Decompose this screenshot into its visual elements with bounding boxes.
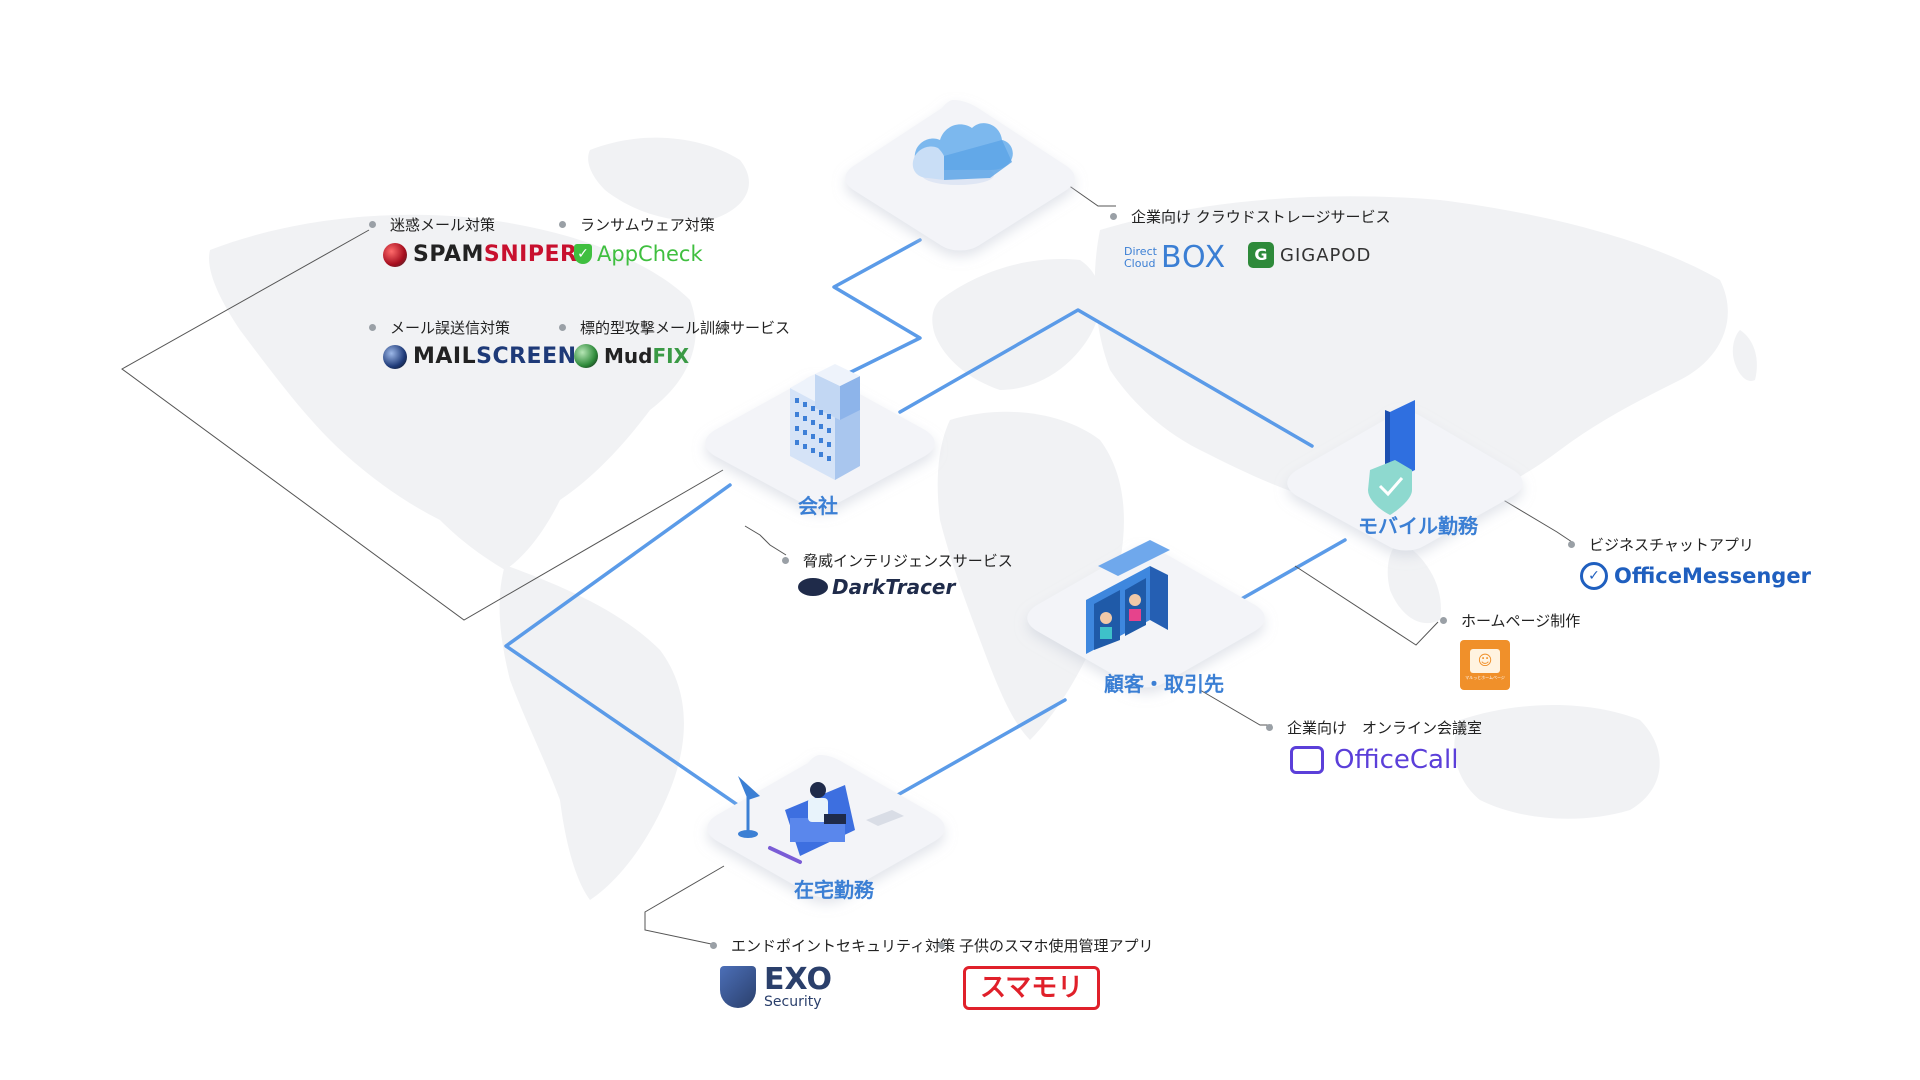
caption-ransom: ランサムウェア対策 — [559, 214, 715, 235]
caption-text: ランサムウェア対策 — [580, 216, 715, 234]
chat-bubble-icon — [1290, 746, 1324, 774]
caption-text: 脅威インテリジェンスサービス — [803, 552, 1013, 570]
connector-company-to-cloud — [832, 238, 922, 377]
connector-company-to-mobile — [898, 308, 1314, 448]
logo-text-security: Security — [764, 994, 822, 1010]
logo-text-sniper: SNIPER — [483, 242, 578, 267]
caption-spam: 迷惑メール対策 — [369, 214, 495, 235]
node-label-customer: 顧客・取引先 — [1104, 672, 1224, 696]
logo-text-appcheck: AppCheck — [597, 242, 703, 266]
bullet-dot — [782, 557, 789, 564]
caption-exo: エンドポイントセキュリティ対策 — [710, 935, 955, 956]
caption-homepage: ホームページ制作 — [1440, 610, 1580, 631]
logo-text-exo: EXO — [764, 962, 833, 997]
caption-text: 子供のスマホ使用管理アプリ — [959, 937, 1154, 955]
logo-text-gigapod: GIGAPOD — [1280, 244, 1372, 266]
leader-darktracer — [744, 525, 787, 556]
bullet-dot — [369, 324, 376, 331]
bullet-dot — [1266, 724, 1273, 731]
logo-text-cloud: Cloud — [1124, 256, 1156, 270]
officecall-logo[interactable]: OfficeCall — [1290, 745, 1458, 775]
logo-text-direct: Direct — [1124, 244, 1157, 258]
caption-text: メール誤送信対策 — [390, 319, 511, 337]
bullet-dot — [710, 942, 717, 949]
spider-icon — [798, 578, 828, 596]
caption-mailscreen: メール誤送信対策 — [369, 317, 510, 338]
messenger-check-icon: ✓ — [1580, 562, 1608, 590]
officemessenger-logo[interactable]: ✓ OfficeMessenger — [1580, 562, 1811, 590]
caption-text: 企業向け オンライン会議室 — [1287, 719, 1483, 737]
connector-home-to-customer — [878, 698, 1067, 807]
sumamori-logo[interactable]: スマモリ — [963, 966, 1101, 1010]
appcheck-logo[interactable]: ✓ AppCheck — [574, 242, 703, 266]
node-label-company: 会社 — [798, 494, 838, 518]
leader-exo — [644, 865, 725, 946]
building-icon — [790, 364, 860, 480]
caption-cloud: 企業向け クラウドストレージサービス — [1110, 206, 1390, 227]
logo-text-homepage: マルっとホームページ — [1465, 675, 1505, 680]
monitor-face-icon: ☺ — [1470, 649, 1500, 673]
logo-text-spam: SPAM — [413, 242, 484, 267]
caption-text: ホームページ制作 — [1461, 612, 1581, 630]
green-ball-icon — [574, 344, 598, 368]
blue-ball-icon — [383, 344, 407, 369]
caption-text: 標的型攻撃メール訓練サービス — [580, 319, 791, 337]
phone-shield-icon — [1368, 400, 1415, 515]
homepage-logo[interactable]: ☺ マルっとホームページ — [1460, 640, 1510, 690]
logo-text-fix: FIX — [652, 344, 689, 368]
exo-shield-icon — [720, 966, 756, 1008]
connector-company-to-home — [504, 483, 782, 836]
leader-homepage — [1294, 565, 1439, 646]
exo-security-logo[interactable]: EXO Security — [720, 965, 832, 1009]
logo-text-darktracer: DarkTracer — [832, 575, 956, 599]
caption-sumamori: 子供のスマホ使用管理アプリ — [938, 935, 1154, 956]
caption-text: 迷惑メール対策 — [390, 216, 496, 234]
bullet-dot — [369, 221, 376, 228]
bullet-dot — [559, 221, 566, 228]
caption-darktracer: 脅威インテリジェンスサービス — [782, 550, 1013, 571]
exo-text-stack: EXO Security — [764, 962, 833, 1010]
logo-text-mud: Mud — [604, 344, 653, 368]
caption-text: エンドポイントセキュリティ対策 — [731, 937, 956, 955]
leader-messenger — [1499, 497, 1573, 543]
logo-text-sumamori: スマモリ — [963, 966, 1101, 1010]
directcloud-box-logo[interactable]: Direct Cloud BOX — [1124, 240, 1226, 275]
bullet-dot — [1440, 617, 1447, 624]
logo-text-officecall: OfficeCall — [1334, 745, 1459, 775]
logo-text-box: BOX — [1160, 240, 1227, 275]
caption-messenger: ビジネスチャットアプリ — [1568, 534, 1754, 555]
directcloud-stack: Direct Cloud — [1124, 244, 1157, 270]
logo-text-mail: MAIL — [413, 344, 477, 369]
bullet-dot — [559, 324, 566, 331]
check-shield-icon: ✓ — [574, 244, 592, 264]
home-worker-icon — [738, 776, 904, 864]
monitor-smile-icon: ☺ マルっとホームページ — [1460, 640, 1510, 690]
red-ball-icon — [383, 242, 407, 267]
bullet-dot — [1110, 213, 1117, 220]
node-label-home: 在宅勤務 — [794, 878, 874, 902]
leader-email-group — [121, 229, 724, 621]
caption-officecall: 企業向け オンライン会議室 — [1266, 717, 1482, 738]
logo-text-screen: SCREEN — [476, 344, 577, 369]
bullet-dot — [1568, 541, 1575, 548]
video-call-icon — [1086, 540, 1170, 654]
logo-text-messenger: OfficeMessenger — [1614, 564, 1811, 588]
bullet-dot — [938, 942, 945, 949]
darktracer-logo[interactable]: DarkTracer — [798, 575, 955, 599]
caption-text: ビジネスチャットアプリ — [1589, 536, 1754, 554]
leader-cloud — [1067, 184, 1116, 207]
node-label-mobile: モバイル勤務 — [1358, 514, 1478, 538]
gigapod-g-icon: G — [1248, 242, 1274, 268]
caption-mudfix: 標的型攻撃メール訓練サービス — [559, 317, 790, 338]
gigapod-logo[interactable]: G GIGAPOD — [1248, 242, 1371, 268]
cloud-icon — [912, 123, 1013, 185]
caption-text: 企業向け クラウドストレージサービス — [1131, 208, 1391, 226]
